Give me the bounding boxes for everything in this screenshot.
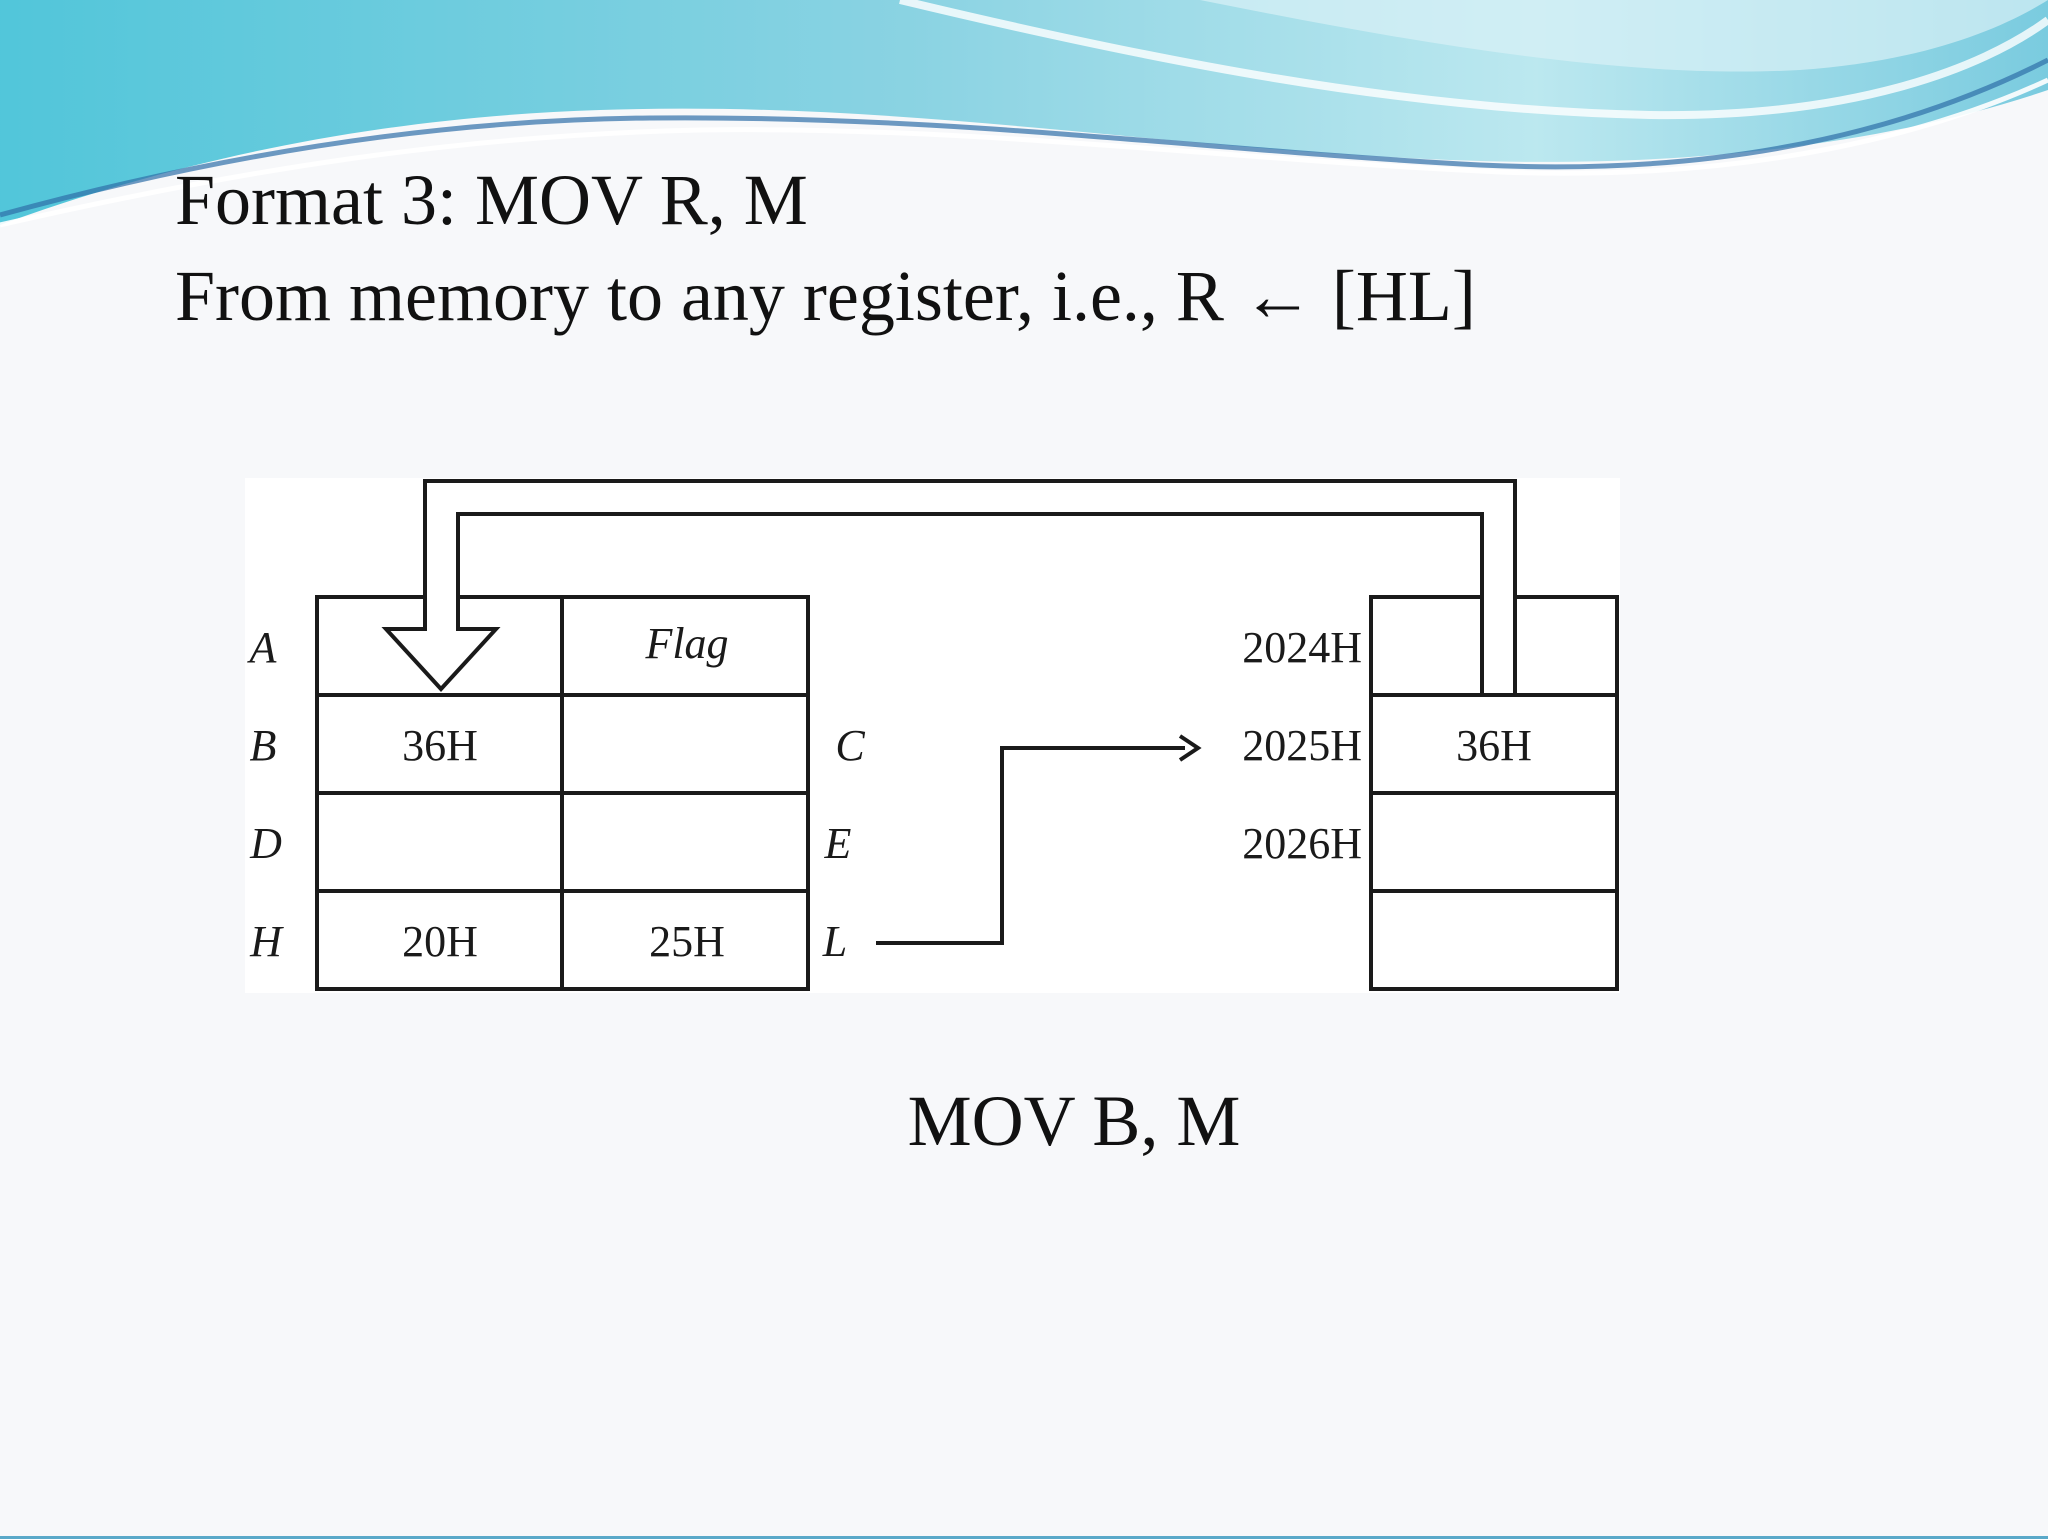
register-h-value: 20H [402,917,478,966]
register-b-value: 36H [402,721,478,770]
diagram-background [245,478,1620,993]
register-label-h: H [249,917,284,966]
instruction-caption: MOV B, M [907,1081,1241,1161]
register-label-b: B [250,721,277,770]
bottom-border-line [0,1536,2048,1539]
slide-subtitle: From memory to any register, i.e., R ← [… [175,256,1476,336]
register-l-value: 25H [649,917,725,966]
flag-register-label: Flag [644,619,728,668]
memory-address-2026h: 2026H [1242,819,1362,868]
header-wave-decoration [0,0,2048,228]
slide-title: Format 3: MOV R, M [175,160,808,240]
memory-address-2024h: 2024H [1242,623,1362,672]
memory-cell-2025h: 36H [1456,721,1532,770]
transfer-arrow [381,479,1517,697]
hl-pointer-line [876,746,1185,945]
hl-pointer-arrowhead [1178,734,1202,762]
register-label-d: D [249,819,282,868]
register-label-l: L [822,917,847,966]
memory-address-2025h: 2025H [1242,721,1362,770]
register-label-c: C [835,721,865,770]
register-label-e: E [824,819,852,868]
register-label-a: A [247,623,278,672]
register-grid [315,595,810,991]
